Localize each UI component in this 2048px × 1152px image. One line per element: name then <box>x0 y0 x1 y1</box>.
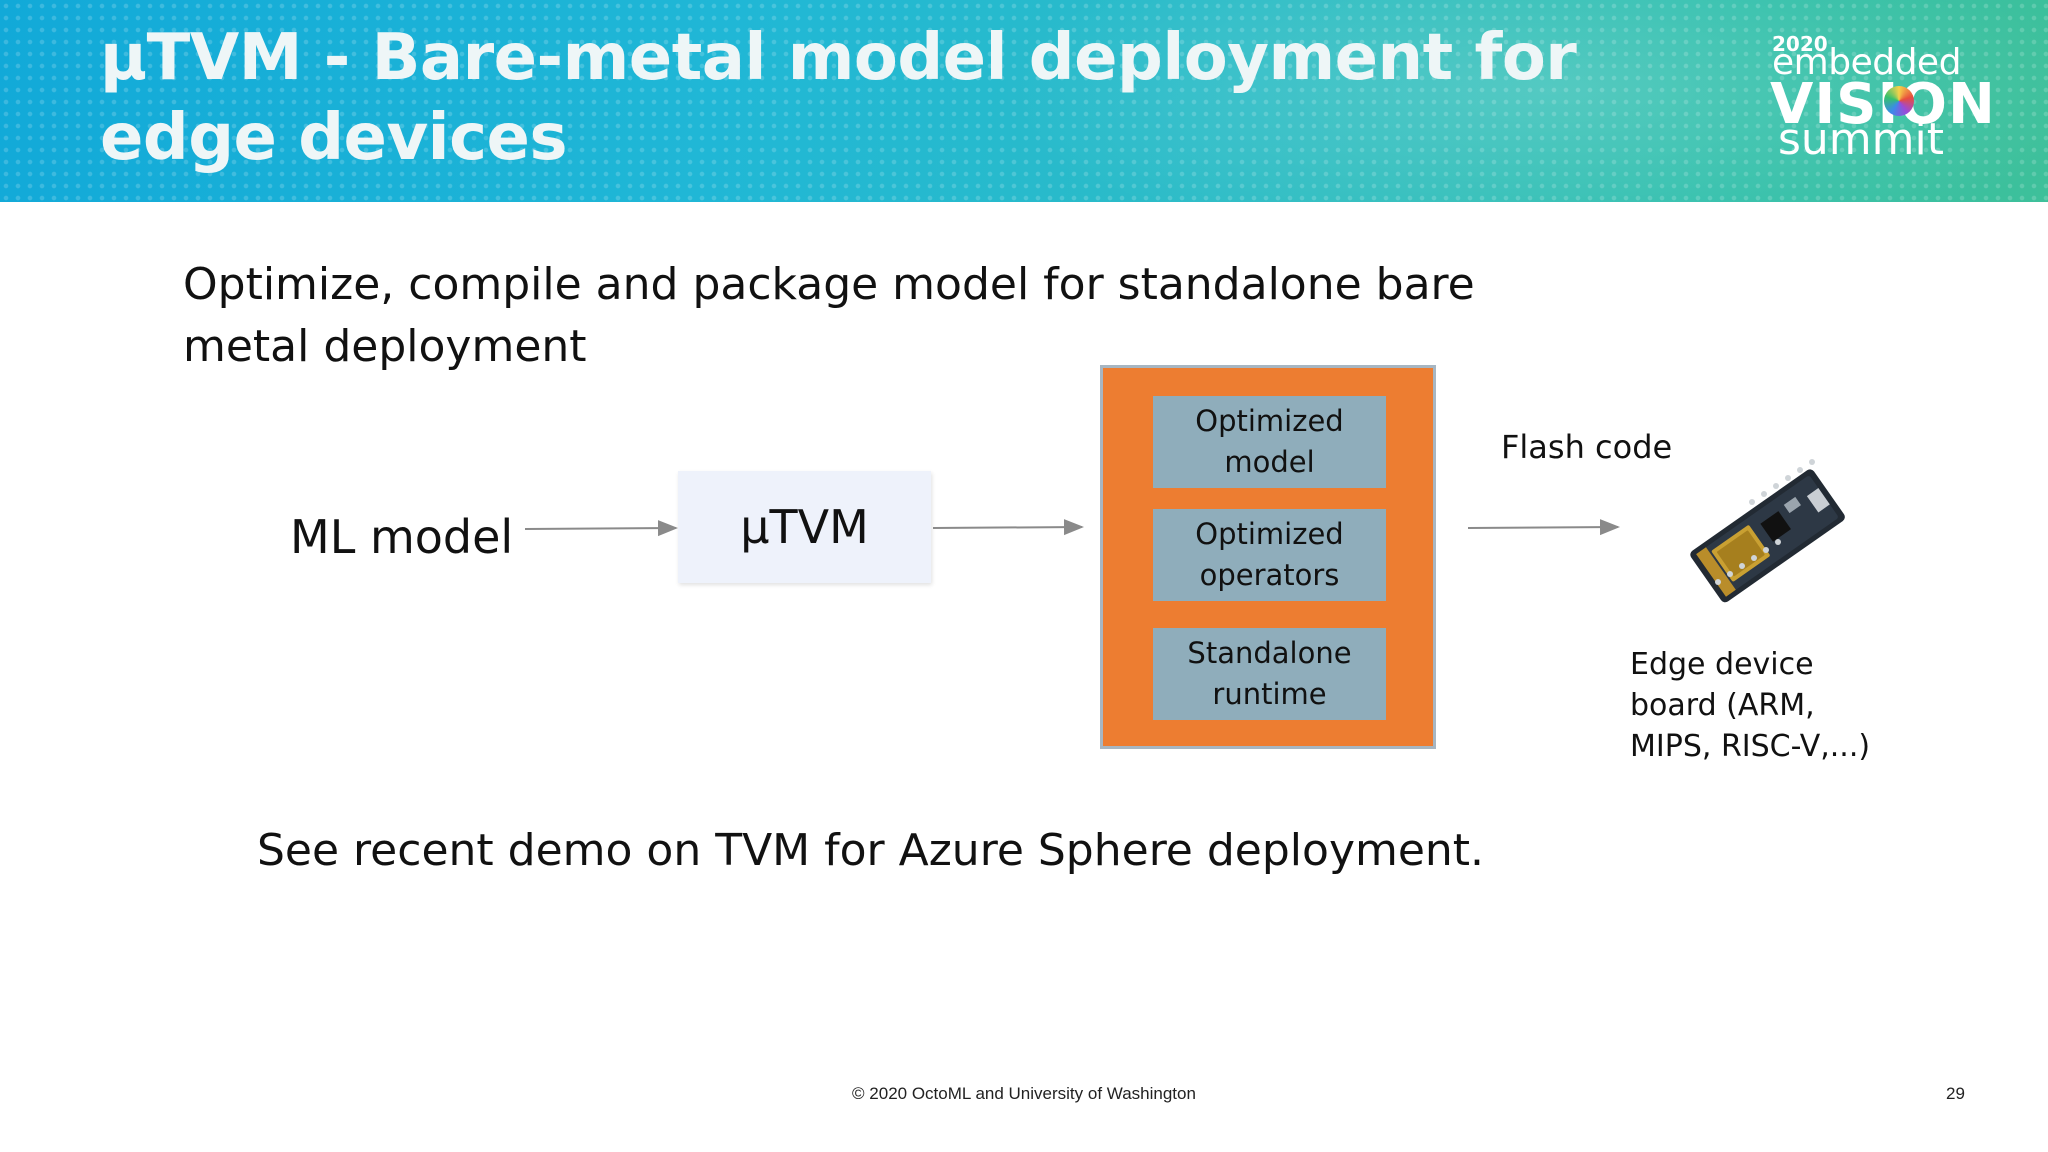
slide-subtitle: Optimize, compile and package model for … <box>183 259 1475 372</box>
ml-model-label: ML model <box>290 510 514 564</box>
arrow-model-to-utvm <box>524 520 678 537</box>
arrow-utvm-to-package <box>932 519 1084 536</box>
slide-footer: © 2020 OctoML and University of Washingt… <box>852 1084 1196 1103</box>
flash-code-label: Flash code <box>1501 428 1673 466</box>
logo-year: 2020 <box>1772 32 1828 56</box>
optimized-model-block: Optimized model <box>1153 396 1386 488</box>
circuit-board-icon <box>1690 459 1845 603</box>
logo-line-1: embedded <box>1772 42 1961 83</box>
standalone-runtime-block: Standalone runtime <box>1153 628 1386 720</box>
header-dot-pattern <box>0 0 2048 202</box>
utvm-compiler-box: µTVM <box>678 471 931 583</box>
arrow-package-to-board <box>1467 519 1620 536</box>
deployment-package-box: Optimized model Optimized operators Stan… <box>1100 365 1436 749</box>
logo-rainbow-icon <box>1884 86 1914 116</box>
optimized-operators-block: Optimized operators <box>1153 509 1386 601</box>
logo-line-3: summit <box>1778 114 1945 165</box>
edge-device-label: Edge device board (ARM, MIPS, RISC-V,...… <box>1630 647 1871 764</box>
demo-note: See recent demo on TVM for Azure Sphere … <box>257 825 1485 876</box>
embedded-vision-summit-logo: 2020 embedded VISION summit <box>1770 32 1995 172</box>
header-wave-decoration <box>900 0 2048 202</box>
page-number: 29 <box>1946 1084 1965 1103</box>
logo-line-2: VISION <box>1770 72 1996 137</box>
slide-header: µTVM - Bare-metal model deployment for e… <box>0 0 2048 202</box>
utvm-label: µTVM <box>740 500 869 554</box>
slide-title: µTVM - Bare-metal model deployment for e… <box>100 21 1577 175</box>
